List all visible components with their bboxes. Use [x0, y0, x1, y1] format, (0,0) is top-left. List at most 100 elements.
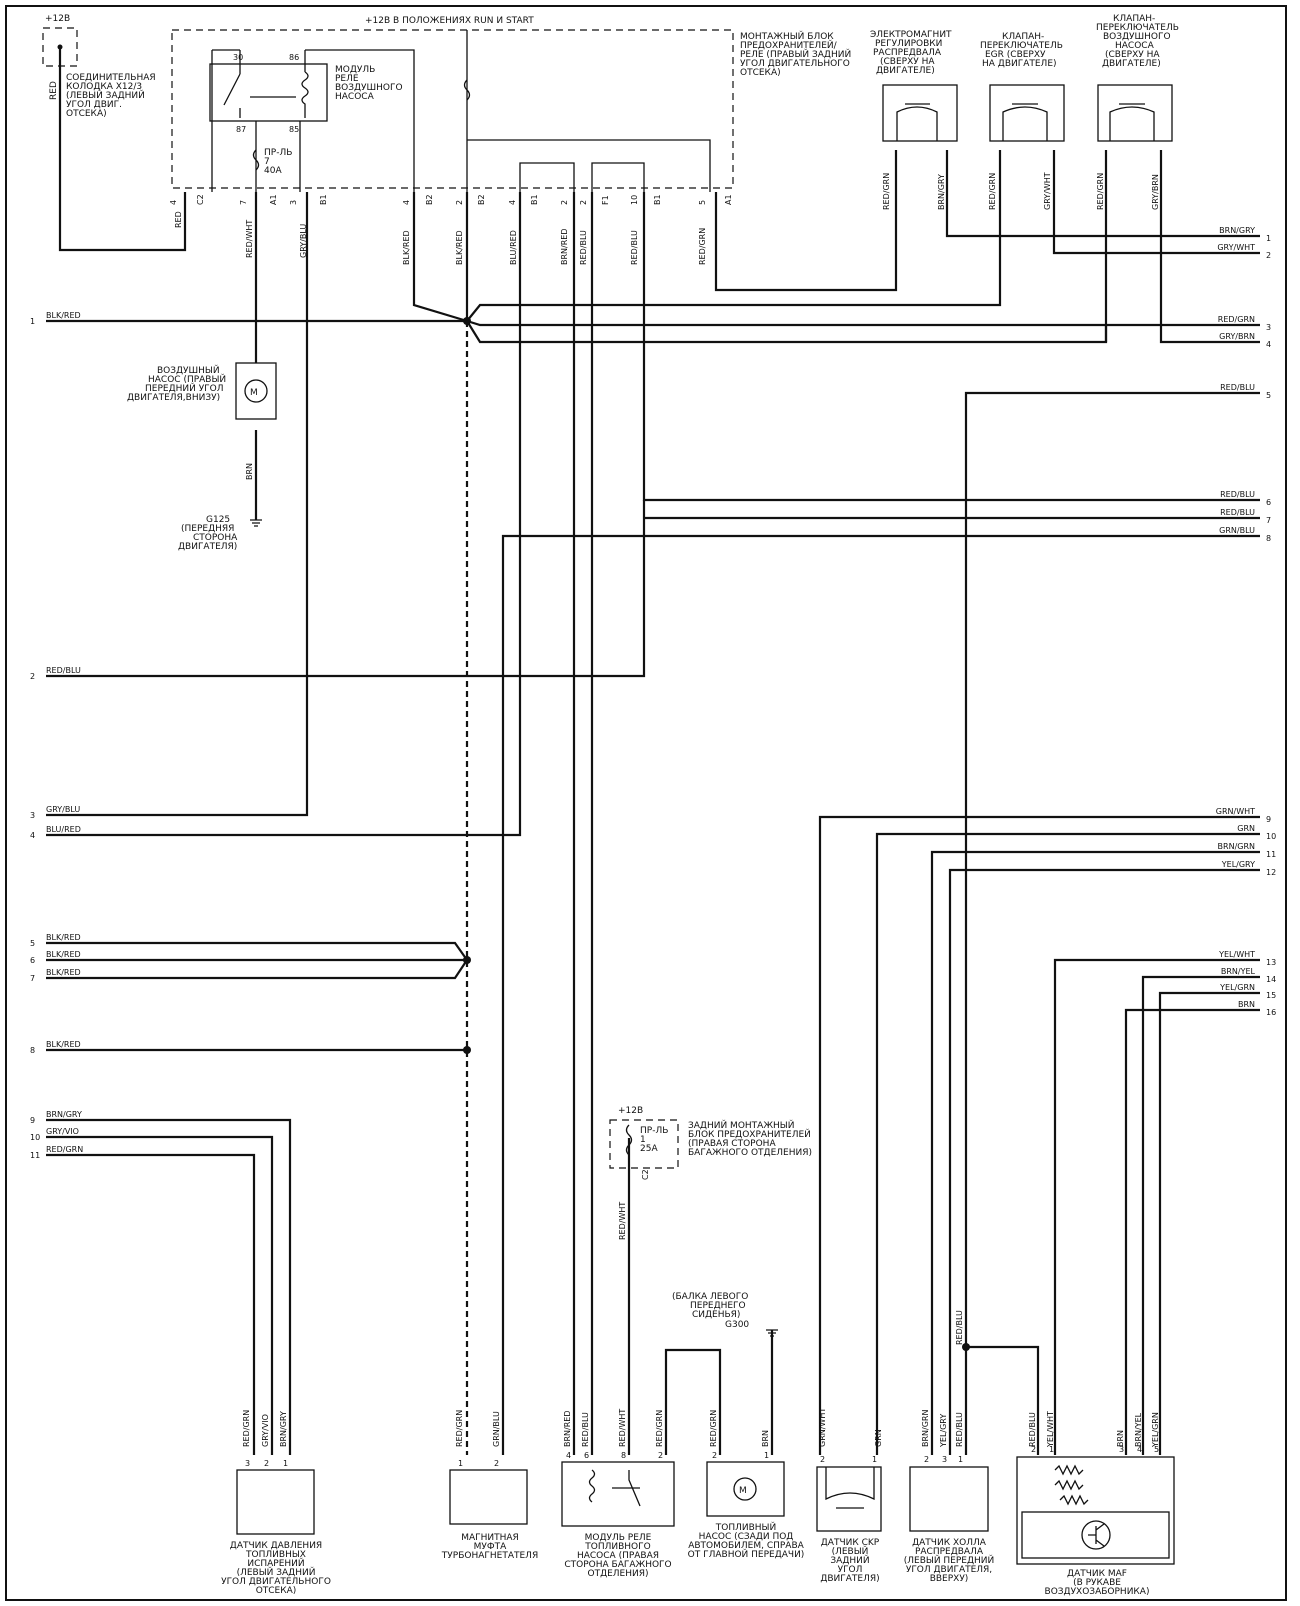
svg-text:3: 3 — [1119, 1445, 1124, 1454]
fuel-relay-pins: 4 6 8 2 — [566, 1451, 663, 1460]
left-node-wire-label: BLK/RED — [46, 1040, 81, 1049]
svg-text:НАСОС (ПРАВЫЙ: НАСОС (ПРАВЫЙ — [148, 373, 226, 385]
wire-label-evap-red-grn: RED/GRN — [242, 1410, 251, 1447]
right-node-number: 10 — [1266, 832, 1276, 841]
svg-text:ТУРБОНАГНЕТАТЕЛЯ: ТУРБОНАГНЕТАТЕЛЯ — [441, 1551, 538, 1561]
svg-text:1: 1 — [872, 1455, 877, 1464]
right-node-number: 6 — [1266, 498, 1271, 507]
svg-text:СТОРОНА: СТОРОНА — [193, 533, 238, 543]
svg-text:МОНТАЖНЫЙ БЛОК: МОНТАЖНЫЙ БЛОК — [740, 30, 834, 42]
wire-label-ckp-grn-wht: GRN/WHT — [818, 1408, 827, 1447]
wire-label-maf-yel-grn: YEL/GRN — [1151, 1412, 1160, 1448]
svg-text:РЕГУЛИРОВКИ: РЕГУЛИРОВКИ — [875, 39, 942, 49]
turbo-pins: 1 2 — [458, 1459, 499, 1468]
svg-text:КЛАПАН-: КЛАПАН- — [1113, 14, 1155, 24]
right-node-wire-label: RED/BLU — [1220, 383, 1255, 392]
wire-label-ckp-grn: GRN — [874, 1429, 883, 1447]
svg-text:ПРЕДОХРАНИТЕЛЕЙ/: ПРЕДОХРАНИТЕЛЕЙ/ — [740, 39, 838, 51]
left-node-labels: 1BLK/RED2RED/BLU3GRY/BLU4BLU/RED5BLK/RED… — [30, 311, 83, 1160]
right-node-number: 12 — [1266, 868, 1276, 877]
svg-text:7: 7 — [264, 157, 270, 167]
right-node-number: 2 — [1266, 251, 1271, 260]
right-node-wire-label: GRN — [1237, 824, 1255, 833]
wire-label-relay-red-grn: RED/GRN — [655, 1410, 664, 1447]
turbo-clutch-label: МАГНИТНАЯ МУФТА ТУРБОНАГНЕТАТЕЛЯ — [441, 1533, 538, 1561]
svg-text:EGR (СВЕРХУ: EGR (СВЕРХУ — [985, 50, 1046, 60]
block-jumpers — [519, 162, 645, 192]
fuel-pump-label: ТОПЛИВНЫЙ НАСОС (СЗАДИ ПОД АВТОМОБИЛЕМ, … — [688, 1521, 805, 1560]
svg-text:ДАТЧИК ДАВЛЕНИЯ: ДАТЧИК ДАВЛЕНИЯ — [230, 1541, 322, 1551]
wire-label-brn-ground: BRN — [245, 463, 254, 480]
svg-text:ВОЗДУШНОГО: ВОЗДУШНОГО — [335, 83, 403, 93]
svg-text:3: 3 — [245, 1459, 250, 1468]
right-node-wire-label: BRN/YEL — [1221, 967, 1256, 976]
wire-label-cam-red-grn: RED/GRN — [882, 173, 891, 210]
right-node-number: 13 — [1266, 958, 1276, 967]
wire-label-gry-blu: GRY/BLU — [299, 224, 308, 258]
svg-text:(ЛЕВЫЙ: (ЛЕВЫЙ — [832, 1545, 869, 1557]
cam-solenoid-label: ЭЛЕКТРОМАГНИТ РЕГУЛИРОВКИ РАСПРЕДВАЛА (С… — [870, 30, 952, 76]
wire-label-air-gry-brn: GRY/BRN — [1151, 174, 1160, 210]
wire-label-blk-red-b: BLK/RED — [455, 230, 464, 265]
svg-text:(ЛЕВЫЙ ПЕРЕДНИЙ: (ЛЕВЫЙ ПЕРЕДНИЙ — [904, 1554, 995, 1566]
svg-text:МОДУЛЬ: МОДУЛЬ — [335, 65, 375, 75]
svg-text:ДВИГАТЕЛЕ): ДВИГАТЕЛЕ) — [876, 66, 935, 76]
hall-sensor-box — [909, 1466, 989, 1532]
fuse7-symbol — [252, 149, 260, 171]
right-node-number: 7 — [1266, 516, 1271, 525]
wire-label-red-blu-a: RED/BLU — [579, 230, 588, 265]
svg-text:2: 2 — [455, 200, 464, 205]
right-node-number: 9 — [1266, 815, 1271, 824]
run-start-label: +12В В ПОЛОЖЕНИЯХ RUN И START — [365, 16, 534, 26]
left-node-wire-label: RED/GRN — [46, 1145, 83, 1154]
wire-label-red-wht-rear: RED/WHT — [618, 1202, 627, 1240]
ckp-pins: 2 1 — [820, 1455, 877, 1464]
svg-text:УГОЛ ДВИГАТЕЛЬНОГО: УГОЛ ДВИГАТЕЛЬНОГО — [221, 1577, 331, 1587]
svg-text:6: 6 — [584, 1451, 589, 1460]
right-node-wire-label: RED/GRN — [1218, 315, 1255, 324]
wire-label-pump-red-grn: RED/GRN — [709, 1410, 718, 1447]
wire-label-red-blu-node: RED/BLU — [955, 1310, 964, 1345]
svg-text:ПЕРЕКЛЮЧАТЕЛЬ: ПЕРЕКЛЮЧАТЕЛЬ — [1096, 23, 1179, 33]
right-node-wire-label: RED/BLU — [1220, 490, 1255, 499]
svg-text:3: 3 — [942, 1455, 947, 1464]
right-node-wire-label: BRN — [1238, 1000, 1255, 1009]
svg-text:B2: B2 — [477, 194, 486, 205]
svg-text:(В РУКАВЕ: (В РУКАВЕ — [1073, 1578, 1121, 1588]
svg-text:НА ДВИГАТЕЛЕ): НА ДВИГАТЕЛЕ) — [982, 59, 1057, 69]
svg-text:ОТДЕЛЕНИЯ): ОТДЕЛЕНИЯ) — [587, 1569, 648, 1579]
left-node-number: 2 — [30, 672, 35, 681]
svg-text:СОЕДИНИТЕЛЬНАЯ: СОЕДИНИТЕЛЬНАЯ — [66, 73, 156, 83]
svg-text:1: 1 — [1049, 1445, 1054, 1454]
maf-sensor-inner — [1021, 1511, 1170, 1559]
svg-text:(ПРАВАЯ СТОРОНА: (ПРАВАЯ СТОРОНА — [688, 1139, 776, 1149]
svg-text:2: 2 — [494, 1459, 499, 1468]
wire-label-evap-gry-vio: GRY/VIO — [261, 1414, 270, 1447]
svg-text:10: 10 — [630, 195, 639, 205]
fuel-relay-label: МОДУЛЬ РЕЛЕ ТОПЛИВНОГО НАСОСА (ПРАВАЯ СТ… — [564, 1533, 671, 1579]
relay-pin-85: 85 — [289, 125, 299, 134]
wire-label-maf-brn-yel: BRN/YEL — [1134, 1412, 1143, 1447]
wire-label-maf-brn: BRN — [1116, 1430, 1125, 1447]
right-node-number: 15 — [1266, 991, 1276, 1000]
ckp-sensor-label: ДАТЧИК CKP (ЛЕВЫЙ ЗАДНИЙ УГОЛ ДВИГАТЕЛЯ) — [820, 1538, 879, 1584]
left-node-number: 3 — [30, 811, 35, 820]
wire-label-maf-red-blu: RED/BLU — [1028, 1412, 1037, 1447]
svg-text:ОТ ГЛАВНОЙ ПЕРЕДАЧИ): ОТ ГЛАВНОЙ ПЕРЕДАЧИ) — [688, 1548, 805, 1560]
svg-text:ДВИГАТЕЛЯ): ДВИГАТЕЛЯ) — [820, 1574, 879, 1584]
right-node-wire-label: GRY/BRN — [1219, 332, 1255, 341]
left-node-wire-label: BLK/RED — [46, 968, 81, 977]
right-node-number: 16 — [1266, 1008, 1276, 1017]
svg-text:2: 2 — [579, 200, 588, 205]
egr-valve-box — [989, 84, 1065, 142]
left-node-wire-label: BLK/RED — [46, 950, 81, 959]
svg-text:40А: 40А — [264, 166, 282, 176]
svg-text:ДАТЧИК ХОЛЛА: ДАТЧИК ХОЛЛА — [912, 1538, 987, 1548]
right-node-number: 14 — [1266, 975, 1276, 984]
fuel-relay-internals — [588, 1469, 641, 1507]
wire-label-egr-gry-wht: GRY/WHT — [1043, 172, 1052, 210]
right-node-wire-label: GRN/WHT — [1216, 807, 1255, 816]
svg-text:B2: B2 — [425, 194, 434, 205]
svg-text:ЗАДНИЙ МОНТАЖНЫЙ: ЗАДНИЙ МОНТАЖНЫЙ — [688, 1119, 794, 1131]
svg-text:ВВЕРХУ): ВВЕРХУ) — [930, 1574, 969, 1584]
